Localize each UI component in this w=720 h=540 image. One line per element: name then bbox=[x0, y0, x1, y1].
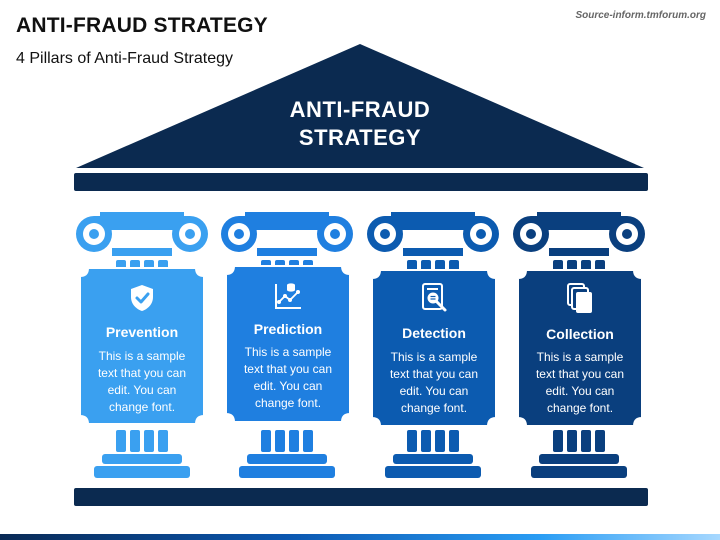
roof-triangle bbox=[76, 44, 644, 168]
pillar-label: Detection bbox=[402, 325, 466, 341]
roof-title-line-2: STRATEGY bbox=[298, 125, 422, 150]
pillar-label: Prevention bbox=[105, 324, 179, 340]
pillar-panel-collection bbox=[517, 269, 643, 427]
documents-stack-icon bbox=[567, 283, 592, 313]
stylobate-bar bbox=[74, 488, 648, 506]
roof-title: ANTI-FRAUD STRATEGY bbox=[230, 96, 490, 152]
page-title: ANTI-FRAUD STRATEGY bbox=[16, 14, 268, 37]
roof-title-line-1: ANTI-FRAUD bbox=[289, 97, 431, 122]
pillar-panel-prevention bbox=[79, 267, 205, 425]
footer-accent-bar bbox=[0, 534, 720, 540]
pillar-panel-prediction bbox=[225, 265, 351, 423]
pillar-description: This is a sample text that you can edit.… bbox=[535, 350, 625, 415]
architrave-bar bbox=[74, 173, 648, 191]
pillar-description: This is a sample text that you can edit.… bbox=[389, 350, 479, 415]
source-credit: Source-inform.tmforum.org bbox=[575, 10, 706, 21]
shield-check-icon bbox=[131, 285, 153, 311]
pillar-label: Prediction bbox=[253, 321, 323, 337]
pillar-panel-detection bbox=[371, 269, 497, 427]
document-search-icon bbox=[422, 283, 447, 312]
pillar-description: This is a sample text that you can edit.… bbox=[243, 345, 333, 410]
page-subtitle: 4 Pillars of Anti-Fraud Strategy bbox=[16, 50, 233, 67]
pillar-description: This is a sample text that you can edit.… bbox=[97, 349, 187, 414]
chart-analytics-icon bbox=[275, 283, 301, 309]
pillar-label: Collection bbox=[546, 326, 614, 342]
